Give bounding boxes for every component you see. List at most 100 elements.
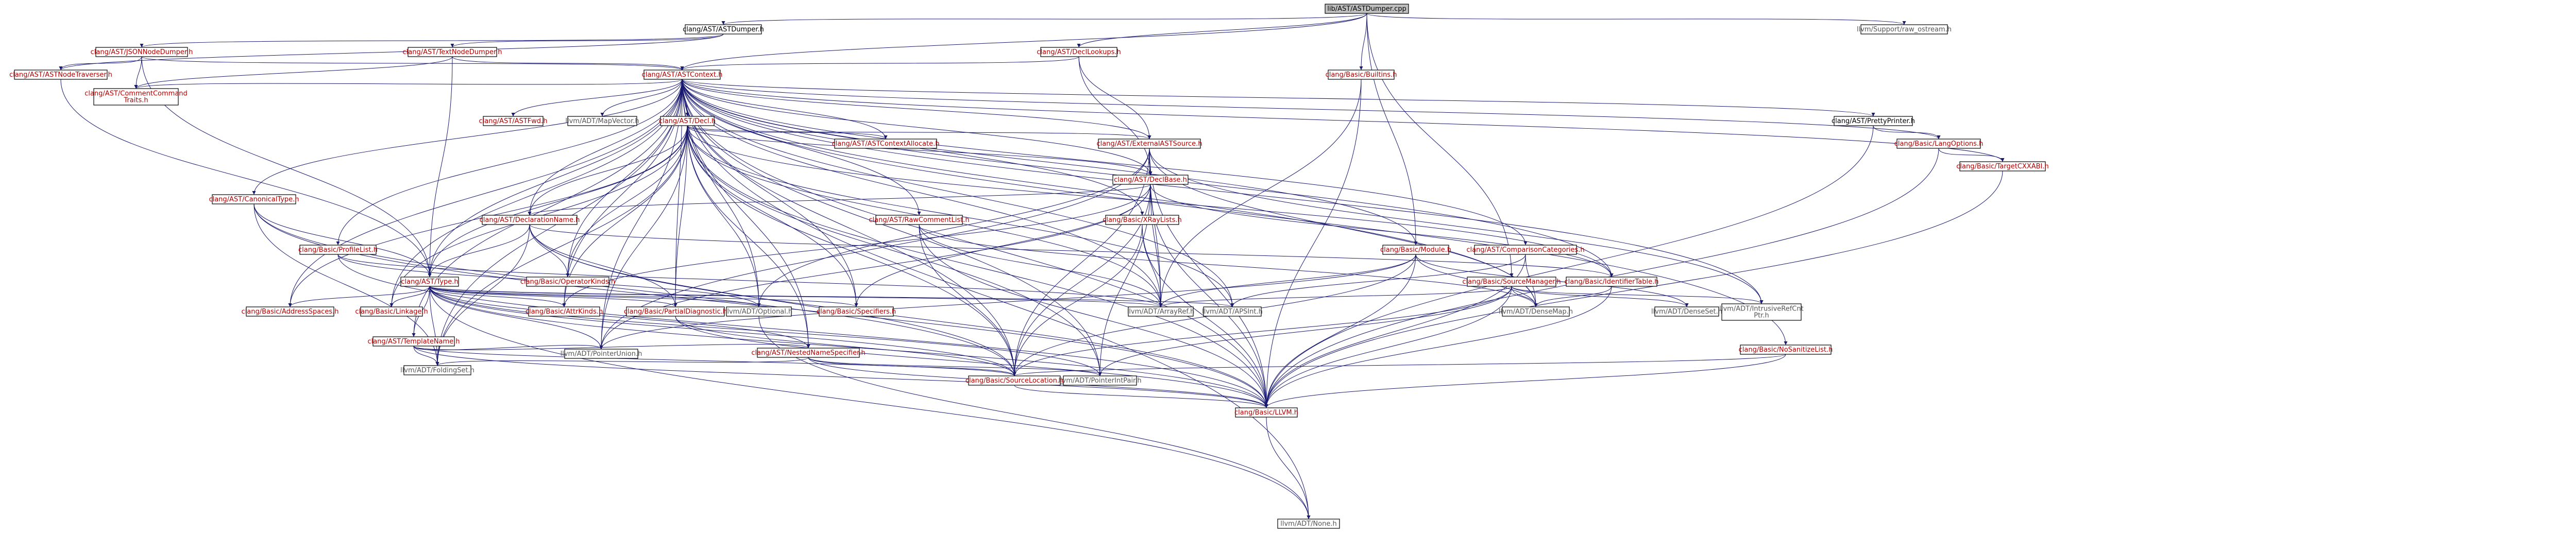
- edge-langoptions-to-targetcxxabi: [1938, 148, 2005, 162]
- edge-decl_h-to-specifiers: [687, 125, 858, 307]
- edge-profilelist-to-llvm_h: [337, 254, 1268, 408]
- edge-textdumper-to-commentcmd: [134, 56, 453, 89]
- edge-type_h-to-partialdiag: [429, 286, 677, 307]
- node-addrspaces[interactable]: clang/Basic/AddressSpaces.h: [242, 306, 339, 317]
- node-traverser[interactable]: clang/AST/ASTNodeTraverser.h: [9, 70, 112, 80]
- node-optional[interactable]: llvm/ADT/Optional.h: [725, 306, 793, 317]
- node-apsint[interactable]: llvm/ADT/APSInt.h: [1202, 306, 1263, 317]
- node-nosanitize[interactable]: clang/Basic/NoSanitizeList.h: [1739, 344, 1833, 355]
- node-box: [968, 375, 1061, 386]
- node-astfwd[interactable]: clang/AST/ASTFwd.h: [479, 116, 548, 126]
- node-rawcomment[interactable]: clang/AST/RawCommentList.h: [869, 215, 970, 225]
- edge-declookups-to-extsource: [1078, 56, 1151, 140]
- node-astcontext[interactable]: clang/AST/ASTContext.h: [642, 70, 723, 80]
- edge-profilelist-to-arrayref: [337, 254, 1163, 307]
- edge-srcmanager-to-srclocation: [1012, 286, 1512, 376]
- edge-nestedname-to-foldingset: [435, 357, 809, 366]
- edge-declname-to-opkinds: [529, 224, 570, 278]
- node-comparecat[interactable]: clang/AST/ComparisonCategories.h: [1466, 245, 1585, 255]
- node-none_h[interactable]: llvm/ADT/None.h: [1277, 519, 1340, 529]
- node-label: clang/AST/DeclarationName.h: [480, 216, 580, 224]
- edge-type_h-to-optional: [429, 286, 761, 307]
- edge-textdumper-to-type_h: [428, 56, 453, 278]
- edge-astcontext-to-prettyprinter: [682, 79, 1875, 117]
- node-srcmanager[interactable]: clang/Basic/SourceManager.h: [1462, 277, 1561, 287]
- node-llvm_h[interactable]: clang/Basic/LLVM.h: [1234, 407, 1298, 418]
- node-builtins[interactable]: clang/Basic/Builtins.h: [1326, 70, 1397, 80]
- node-decl_h[interactable]: clang/AST/Decl.h: [659, 116, 716, 126]
- edge-declbase-to-specifiers: [854, 184, 1151, 307]
- node-srclocation[interactable]: clang/Basic/SourceLocation.h: [965, 375, 1063, 386]
- node-ptrunion[interactable]: llvm/ADT/PointerUnion.h: [561, 349, 642, 359]
- edge-jsondumper-to-traverser: [59, 56, 142, 71]
- edge-declbase-to-arrayref: [1150, 184, 1163, 307]
- edge-astcontext-to-apsint: [682, 79, 1234, 307]
- node-box: [1277, 519, 1340, 529]
- node-type_h[interactable]: clang/AST/Type.h: [400, 277, 459, 287]
- node-textdumper[interactable]: clang/AST/TextNodeDumper.h: [403, 47, 502, 57]
- edge-root-to-declookups: [1077, 13, 1367, 48]
- node-module_h[interactable]: clang/Basic/Module.h: [1380, 245, 1451, 255]
- node-label: clang/AST/ComparisonCategories.h: [1466, 246, 1584, 254]
- edge-extsource-to-intrusiveref: [1149, 148, 1764, 304]
- node-templatename[interactable]: clang/AST/TemplateName.h: [367, 336, 460, 347]
- node-ctxalloc[interactable]: clang/AST/ASTContextAllocate.h: [832, 139, 940, 149]
- node-label: clang/Basic/SourceLocation.h: [965, 377, 1063, 385]
- edge-decl_h-to-attrkinds: [562, 125, 688, 307]
- node-box: [1474, 245, 1577, 255]
- node-box: [567, 116, 637, 126]
- edge-astcontext-to-addrspaces: [288, 79, 683, 307]
- node-arrayref[interactable]: llvm/ADT/ArrayRef.h: [1127, 306, 1195, 317]
- node-declookups[interactable]: clang/AST/DeclLookups.h: [1037, 47, 1121, 57]
- node-box: [1382, 245, 1449, 255]
- edge-prettyprinter-to-langoptions: [1873, 125, 1941, 140]
- node-langoptions[interactable]: clang/Basic/LangOptions.h: [1894, 139, 1984, 149]
- node-foldingset[interactable]: llvm/ADT/FoldingSet.h: [400, 365, 474, 375]
- node-astdumper_h[interactable]: clang/AST/ASTDumper.h: [683, 24, 764, 35]
- node-label: clang/Basic/Specifiers.h: [817, 308, 896, 316]
- node-nestedname[interactable]: clang/AST/NestedNameSpecifier.h: [751, 348, 866, 358]
- node-mapvector[interactable]: llvm/ADT/MapVector.h: [565, 116, 639, 126]
- edge-module_h-to-llvm_h: [1264, 254, 1416, 408]
- node-ptrintpair[interactable]: llvm/ADT/PointerIntPair.h: [1058, 375, 1142, 386]
- node-extsource[interactable]: clang/AST/ExternalASTSource.h: [1096, 139, 1202, 149]
- node-declname[interactable]: clang/AST/DeclarationName.h: [480, 215, 580, 225]
- edge-rawcomment-to-densemap: [919, 224, 1538, 307]
- node-arraylists[interactable]: clang/Basic/XRayLists.h: [1103, 215, 1182, 225]
- edge-astcontext-to-intrusiveref: [682, 79, 1764, 304]
- node-profilelist[interactable]: clang/Basic/ProfileList.h: [298, 245, 378, 255]
- node-label: clang/AST/Decl.h: [659, 117, 716, 125]
- node-specifiers[interactable]: clang/Basic/Specifiers.h: [817, 306, 896, 317]
- node-densemap[interactable]: llvm/ADT/DenseMap.h: [1499, 306, 1573, 317]
- node-root[interactable]: lib/AST/ASTDumper.cpp: [1325, 4, 1409, 14]
- node-opkinds[interactable]: clang/Basic/OperatorKinds.h: [520, 277, 615, 287]
- node-canonicaltype[interactable]: clang/AST/CanonicalType.h: [209, 194, 299, 204]
- node-raw_ostream[interactable]: llvm/Support/raw_ostream.h: [1857, 24, 1952, 35]
- node-identtable[interactable]: clang/Basic/IdentifierTable.h: [1565, 277, 1659, 287]
- node-targetcxxabi[interactable]: clang/Basic/TargetCXXABI.h: [1956, 161, 2049, 171]
- node-box: [408, 47, 497, 57]
- edge-partialdiag-to-srclocation: [675, 316, 1016, 376]
- node-attrkinds[interactable]: clang/Basic/AttrKinds.h: [526, 306, 603, 317]
- node-partialdiag[interactable]: clang/Basic/PartialDiagnostic.h: [624, 306, 727, 317]
- edge-rawcomment-to-arrayref: [919, 224, 1163, 307]
- edge-arraylists-to-srclocation: [1012, 224, 1143, 376]
- node-prettyprinter[interactable]: clang/AST/PrettyPrinter.h: [1832, 116, 1915, 126]
- edge-srclocation-to-llvm_h: [1014, 385, 1268, 408]
- node-label: clang/Basic/LangOptions.h: [1894, 140, 1984, 148]
- node-label: llvm/Support/raw_ostream.h: [1857, 26, 1952, 33]
- edge-type_h-to-foldingset: [429, 286, 439, 366]
- node-box: [1128, 306, 1194, 317]
- node-label: llvm/ADT/Optional.h: [725, 308, 793, 316]
- node-jsondumper[interactable]: clang/AST/JSONNodeDumper.h: [91, 47, 193, 57]
- node-denseset[interactable]: llvm/ADT/DenseSet.h: [1651, 306, 1722, 317]
- node-label: clang/AST/ASTContextAllocate.h: [832, 140, 940, 148]
- node-linkage[interactable]: clang/Basic/Linkage.h: [355, 306, 428, 317]
- edge-srcmanager-to-denseset: [1511, 286, 1689, 307]
- edge-astcontext-to-rawcomment: [682, 79, 921, 216]
- node-box: [95, 47, 188, 57]
- node-declbase[interactable]: clang/AST/DeclBase.h: [1112, 175, 1189, 185]
- edge-comparecat-to-apsint: [1230, 254, 1526, 307]
